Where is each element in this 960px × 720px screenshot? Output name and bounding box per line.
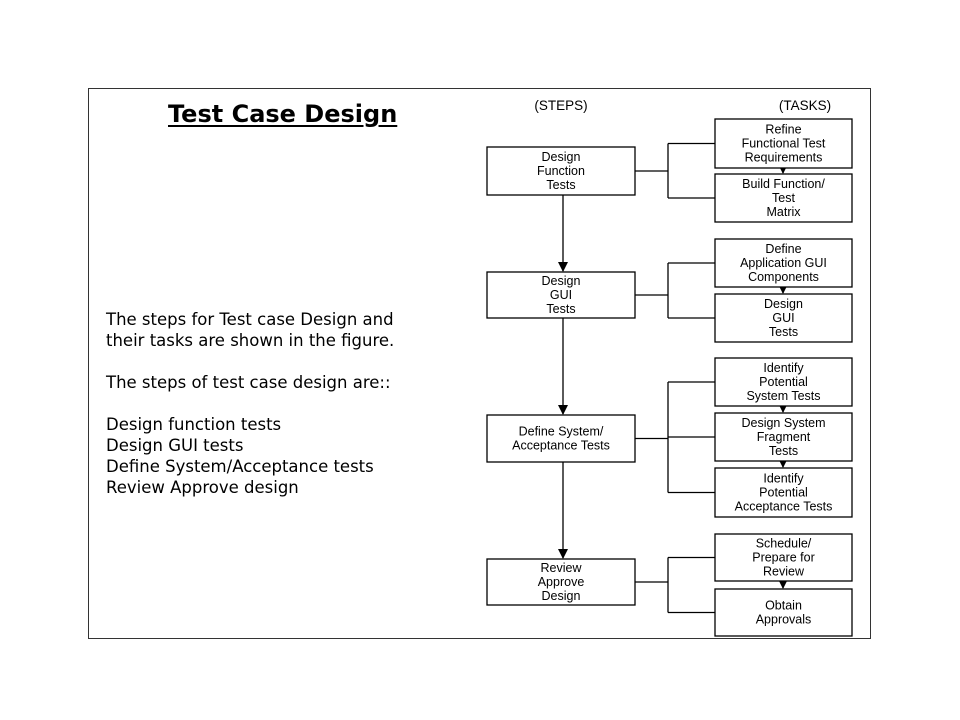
task-box-label: Components (748, 270, 819, 284)
task-box-rect (714, 173, 853, 223)
step-box-rect (486, 414, 636, 463)
task-box-label: System Tests (746, 389, 820, 403)
task-box-label: Potential (759, 375, 808, 389)
task-box-label: Review (763, 565, 805, 579)
slide-title: Test Case Design (168, 100, 398, 128)
description-text: The steps for Test case Design and their… (106, 309, 394, 498)
step-box: Define System/Acceptance Tests (486, 414, 636, 463)
task-box-rect (714, 412, 853, 462)
task-box-label: Requirements (745, 151, 823, 165)
step-box-label: Function (537, 164, 585, 178)
task-box-label: Application GUI (740, 256, 827, 270)
step-list-item: Review Approve design (106, 478, 299, 497)
step-box-label: Define System/ (519, 425, 604, 439)
task-box-label: Refine (765, 123, 801, 137)
step-box-label: Tests (546, 178, 575, 192)
task-box-rect (714, 467, 853, 518)
step-boxes: DesignFunctionTestsDesignGUITestsDefine … (486, 146, 636, 606)
task-box-rect (714, 118, 853, 169)
step-list-item: Design function tests (106, 415, 282, 434)
step-box-label: GUI (550, 288, 572, 302)
task-box-label: Identify (763, 472, 804, 486)
step-box-rect (486, 558, 636, 606)
task-box-label: Potential (759, 486, 808, 500)
task-box-label: GUI (772, 311, 794, 325)
task-box-label: Schedule/ (756, 537, 812, 551)
connector-lines (558, 142, 788, 614)
task-box-label: Tests (769, 325, 798, 339)
task-box-label: Approvals (756, 613, 812, 627)
tasks-header: (TASKS) (779, 98, 831, 113)
step-box-label: Design (542, 589, 581, 603)
paragraph-line: their tasks are shown in the figure. (106, 331, 395, 350)
task-box-rect (714, 293, 853, 343)
paragraph-line: The steps for Test case Design and (106, 310, 394, 329)
step-list-item: Define System/Acceptance tests (106, 457, 374, 476)
step-box-label: Design (542, 274, 581, 288)
slide-frame (88, 88, 871, 639)
task-box-label: Functional Test (742, 137, 826, 151)
task-box-label: Acceptance Tests (735, 500, 833, 514)
step-box-label: Approve (538, 575, 585, 589)
step-box-label: Design (542, 150, 581, 164)
task-box-rect (714, 588, 853, 637)
steps-header: (STEPS) (534, 98, 587, 113)
task-box-rect (714, 238, 853, 288)
task-box-rect (714, 357, 853, 407)
step-box-label: Acceptance Tests (512, 439, 610, 453)
task-box-label: Prepare for (752, 551, 815, 565)
task-box-label: Obtain (765, 599, 802, 613)
task-box-label: Matrix (766, 205, 801, 219)
step-box-rect (486, 271, 636, 319)
task-box-label: Define (765, 242, 801, 256)
task-box-label: Design (764, 297, 803, 311)
task-box-label: Design System (741, 416, 825, 430)
task-box-label: Tests (769, 444, 798, 458)
task-box-rect (714, 533, 853, 582)
paragraph-line: The steps of test case design are:: (106, 373, 391, 392)
task-box-label: Identify (763, 361, 804, 375)
step-box-rect (486, 146, 636, 196)
step-list-item: Design GUI tests (106, 436, 244, 455)
task-box-label: Fragment (757, 430, 811, 444)
step-box-label: Review (541, 561, 583, 575)
step-box-label: Tests (546, 302, 575, 316)
task-box-label: Build Function/ (742, 177, 825, 191)
task-box-label: Test (772, 191, 795, 205)
